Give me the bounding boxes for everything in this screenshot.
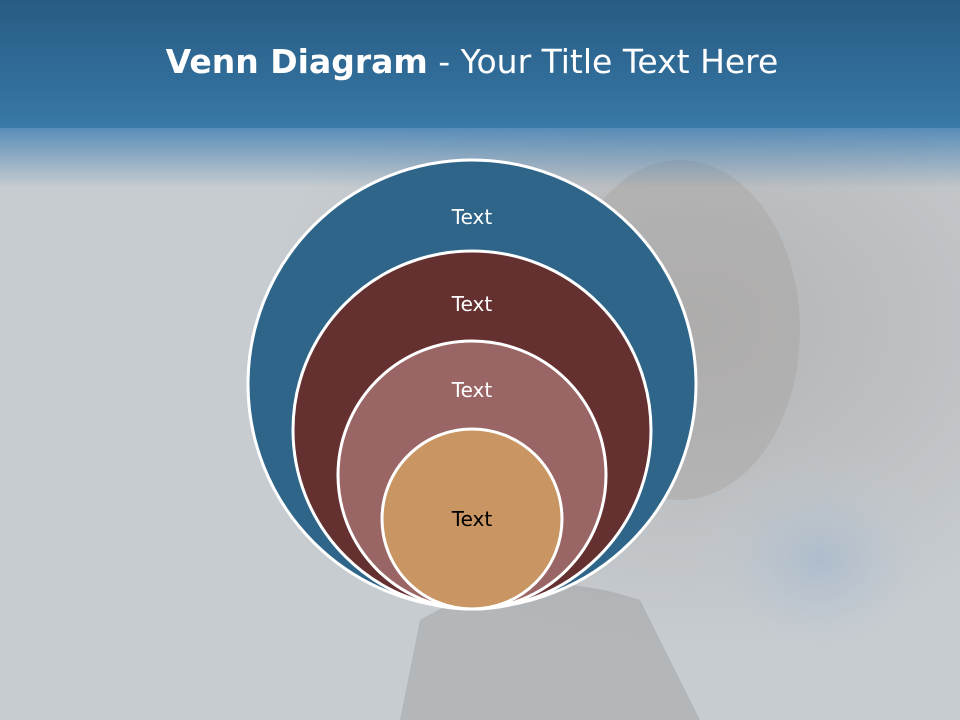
circle-third-label: Text: [451, 378, 493, 402]
circle-outer-label: Text: [451, 205, 493, 229]
slide-title-bold: Venn Diagram: [165, 42, 428, 81]
circle-inner-shape: [380, 427, 564, 611]
slide-title: Venn Diagram - Your Title Text Here: [0, 40, 944, 84]
slide-title-rest: - Your Title Text Here: [427, 42, 779, 81]
circle-second-label: Text: [451, 292, 493, 316]
circle-inner-label: Text: [451, 507, 493, 531]
title-bar: [0, 0, 960, 128]
circle-inner: Text: [380, 427, 564, 611]
